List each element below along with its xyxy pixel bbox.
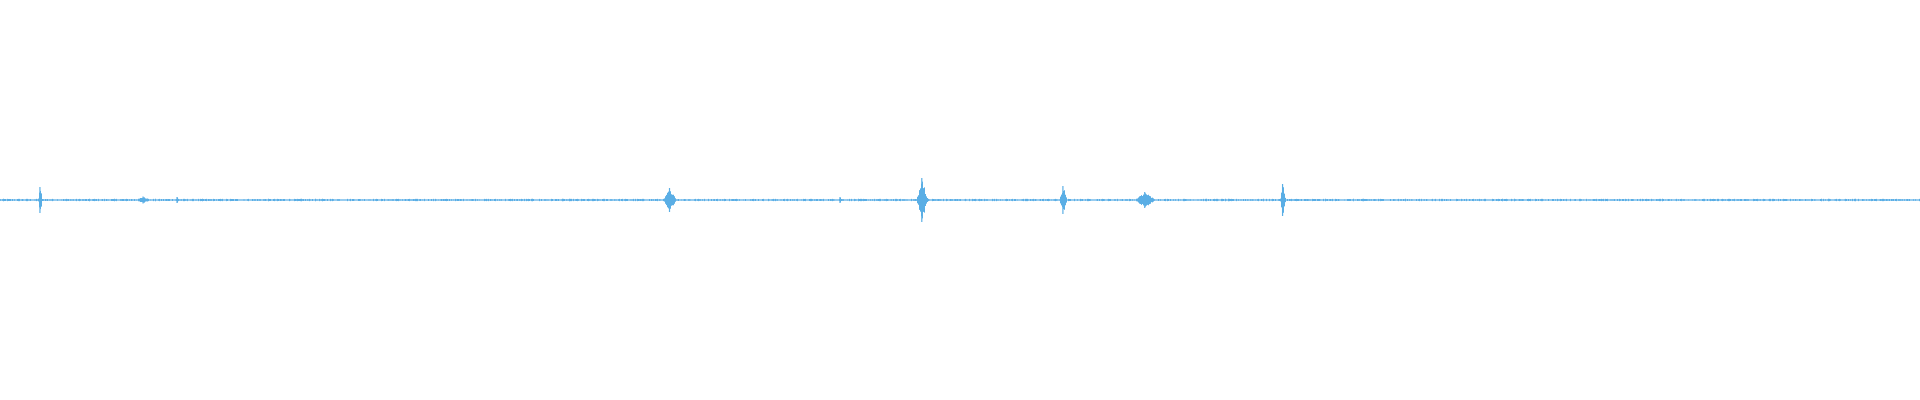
waveform-trace (0, 181, 1920, 219)
